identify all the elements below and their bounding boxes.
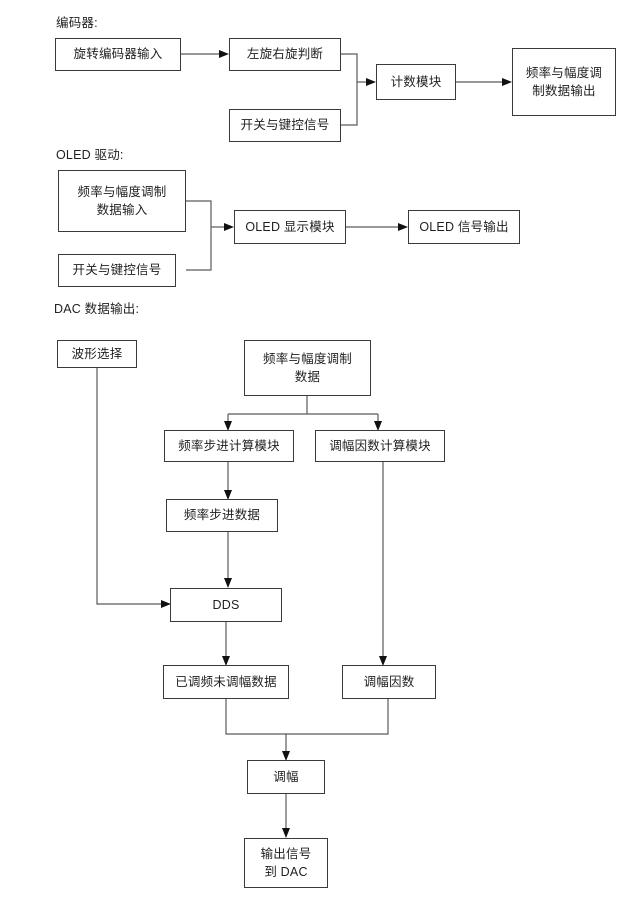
arrowhead-enc-out — [502, 78, 512, 86]
node-label-line-2: 制数据输出 — [532, 84, 596, 98]
arrowhead-dac-freqcalc — [224, 421, 232, 431]
edge-oled-data-to-merge — [186, 200, 212, 227]
node-label: 波形选择 — [71, 346, 123, 361]
arrowhead-dac-dds-left — [161, 600, 171, 608]
node-label-line-1: 频率与幅度调制 — [77, 184, 167, 199]
node-label: 左旋右旋判断 — [246, 47, 324, 62]
section-label-oled: OLED 驱动: — [56, 148, 124, 162]
section-label-encoder: 编码器: — [56, 16, 98, 30]
node-label: 频率与幅度调制 数据输入 — [78, 183, 167, 219]
node-fm-unmodulated-amp-data[interactable]: 已调频未调幅数据 — [163, 665, 289, 699]
node-label-line-2: 到 DAC — [264, 865, 308, 879]
edge-dac-fmonly-to-am — [225, 699, 287, 753]
node-label-line-1: 频率与幅度调 — [525, 65, 603, 80]
node-waveform-select[interactable]: 波形选择 — [57, 340, 137, 368]
node-label: OLED 显示模块 — [245, 219, 335, 234]
node-label: 频率步进计算模块 — [178, 438, 280, 453]
node-amplitude-modulation[interactable]: 调幅 — [247, 760, 325, 794]
node-label: 调幅 — [273, 769, 299, 784]
node-dds[interactable]: DDS — [170, 588, 282, 622]
node-freq-amp-mod-data-input[interactable]: 频率与幅度调制 数据输入 — [58, 170, 186, 232]
arrowhead-dac-am — [282, 751, 290, 761]
node-freq-amp-mod-data[interactable]: 频率与幅度调制 数据 — [244, 340, 371, 396]
node-freq-amp-mod-data-output[interactable]: 频率与幅度调 制数据输出 — [512, 48, 616, 116]
arrowhead-enc-dir — [219, 50, 229, 58]
node-label-line-2: 数据输入 — [96, 203, 148, 217]
edge-dac-amfactor-to-am — [286, 699, 389, 735]
node-label: 开关与键控信号 — [72, 263, 162, 278]
node-freq-step-calc-module[interactable]: 频率步进计算模块 — [164, 430, 294, 462]
node-label: 开关与键控信号 — [240, 118, 330, 133]
node-label-line-2: 数据 — [294, 370, 321, 384]
edge-oled-key-to-merge — [186, 227, 212, 271]
arrowhead-oled-disp — [224, 223, 234, 231]
node-am-factor-calc-module[interactable]: 调幅因数计算模块 — [315, 430, 445, 462]
node-am-factor[interactable]: 调幅因数 — [342, 665, 436, 699]
node-label: 调幅因数计算模块 — [329, 438, 431, 453]
node-switch-key-signal-oled[interactable]: 开关与键控信号 — [58, 254, 176, 287]
arrowhead-dac-fmonly — [222, 656, 230, 666]
arrowhead-dac-amcalc — [374, 421, 382, 431]
node-label: 计数模块 — [390, 74, 442, 89]
node-label-line-1: 输出信号 — [260, 846, 312, 861]
node-label: DDS — [212, 597, 240, 612]
edge-dac-wave-to-dds — [96, 367, 163, 605]
node-label-line-1: 频率与幅度调制 — [263, 351, 352, 366]
node-label: 频率与幅度调 制数据输出 — [526, 64, 602, 100]
arrowhead-enc-count — [366, 78, 376, 86]
edge-enc-key-to-merge — [341, 82, 358, 126]
node-label: 输出信号 到 DAC — [261, 845, 312, 881]
node-oled-display-module[interactable]: OLED 显示模块 — [234, 210, 346, 244]
node-freq-step-data[interactable]: 频率步进数据 — [166, 499, 278, 532]
arrowhead-dac-dds-top — [224, 578, 232, 588]
node-output-signal-to-dac[interactable]: 输出信号 到 DAC — [244, 838, 328, 888]
node-label: 已调频未调幅数据 — [175, 674, 277, 689]
arrowhead-oled-out — [398, 223, 408, 231]
node-oled-signal-output[interactable]: OLED 信号输出 — [408, 210, 520, 244]
node-counter-module[interactable]: 计数模块 — [376, 64, 456, 100]
section-label-dac: DAC 数据输出: — [54, 302, 140, 316]
node-label: 频率与幅度调制 数据 — [263, 350, 352, 386]
arrowhead-dac-freqdata — [224, 490, 232, 500]
arrowhead-dac-amfactor — [379, 656, 387, 666]
node-label: OLED 信号输出 — [419, 219, 509, 234]
node-label: 旋转编码器输入 — [73, 47, 163, 62]
node-switch-key-signal-encoder[interactable]: 开关与键控信号 — [229, 109, 341, 142]
node-rotation-direction-detect[interactable]: 左旋右旋判断 — [229, 38, 341, 71]
node-rotary-encoder-input[interactable]: 旋转编码器输入 — [55, 38, 181, 71]
node-label: 频率步进数据 — [183, 508, 261, 523]
node-label: 调幅因数 — [363, 674, 415, 689]
edge-enc-dir-to-merge — [341, 53, 358, 82]
arrowhead-dac-output — [282, 828, 290, 838]
